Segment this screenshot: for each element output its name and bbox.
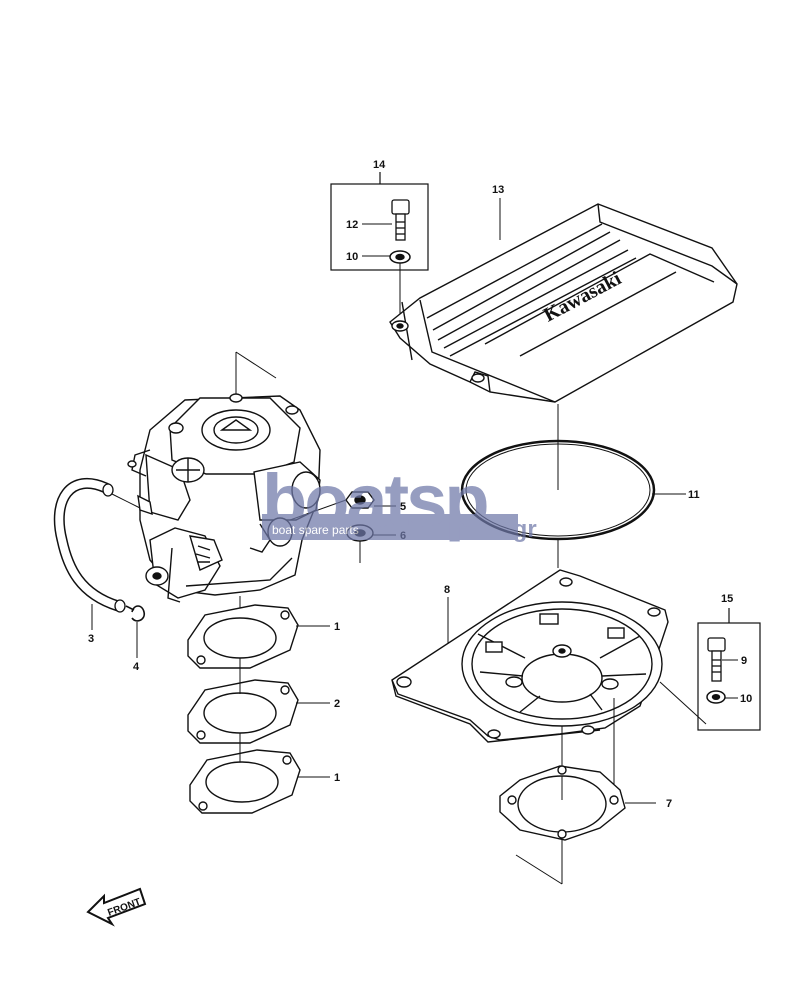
callout-10-right: 10 — [740, 693, 752, 705]
callout-15: 15 — [721, 593, 733, 605]
gasket-7 — [499, 765, 626, 841]
watermark-logo-text: boatsp — [262, 459, 487, 542]
callout-4: 4 — [133, 661, 140, 673]
clamp-4 — [125, 605, 146, 622]
callout-7: 7 — [666, 798, 672, 810]
callout-8: 8 — [444, 584, 450, 596]
gasket-1-top — [187, 604, 299, 669]
intake-cover-13 — [389, 203, 738, 403]
group-box-15 — [697, 608, 761, 731]
leader-lines-14 — [362, 223, 401, 320]
callout-2: 2 — [334, 698, 340, 710]
carburetor — [127, 393, 321, 603]
callout-5: 5 — [400, 501, 406, 513]
leader-lines-7 — [515, 776, 656, 885]
watermark-logo: boatsp .gr boat spare parts — [262, 459, 537, 543]
front-arrow-icon — [86, 887, 147, 927]
callout-1-top: 1 — [334, 621, 340, 633]
gasket-2 — [187, 679, 299, 744]
washer-10-right — [706, 690, 726, 704]
leader-lines-15 — [722, 659, 738, 699]
callout-1-bottom: 1 — [334, 772, 340, 784]
watermark-suffix: .gr — [506, 516, 537, 543]
callout-11: 11 — [688, 489, 700, 501]
watermark-tagline: boat spare parts — [272, 523, 359, 537]
callout-14: 14 — [373, 159, 386, 171]
nut-5 — [345, 491, 375, 509]
leader-lines-gaskets — [239, 625, 330, 778]
gasket-1-bottom — [189, 749, 301, 814]
callout-3: 3 — [88, 633, 94, 645]
leader-lines-3-4 — [91, 493, 141, 658]
bolt-9 — [707, 637, 726, 682]
bolt-12 — [391, 199, 410, 241]
callout-13: 13 — [492, 184, 504, 196]
washer-10-top — [389, 250, 411, 264]
hose-3 — [53, 477, 126, 613]
base-plate-8 — [391, 569, 669, 743]
callout-10-top: 10 — [346, 251, 358, 263]
callout-12: 12 — [346, 219, 358, 231]
group-box-14 — [330, 172, 429, 271]
callout-9: 9 — [741, 655, 747, 667]
